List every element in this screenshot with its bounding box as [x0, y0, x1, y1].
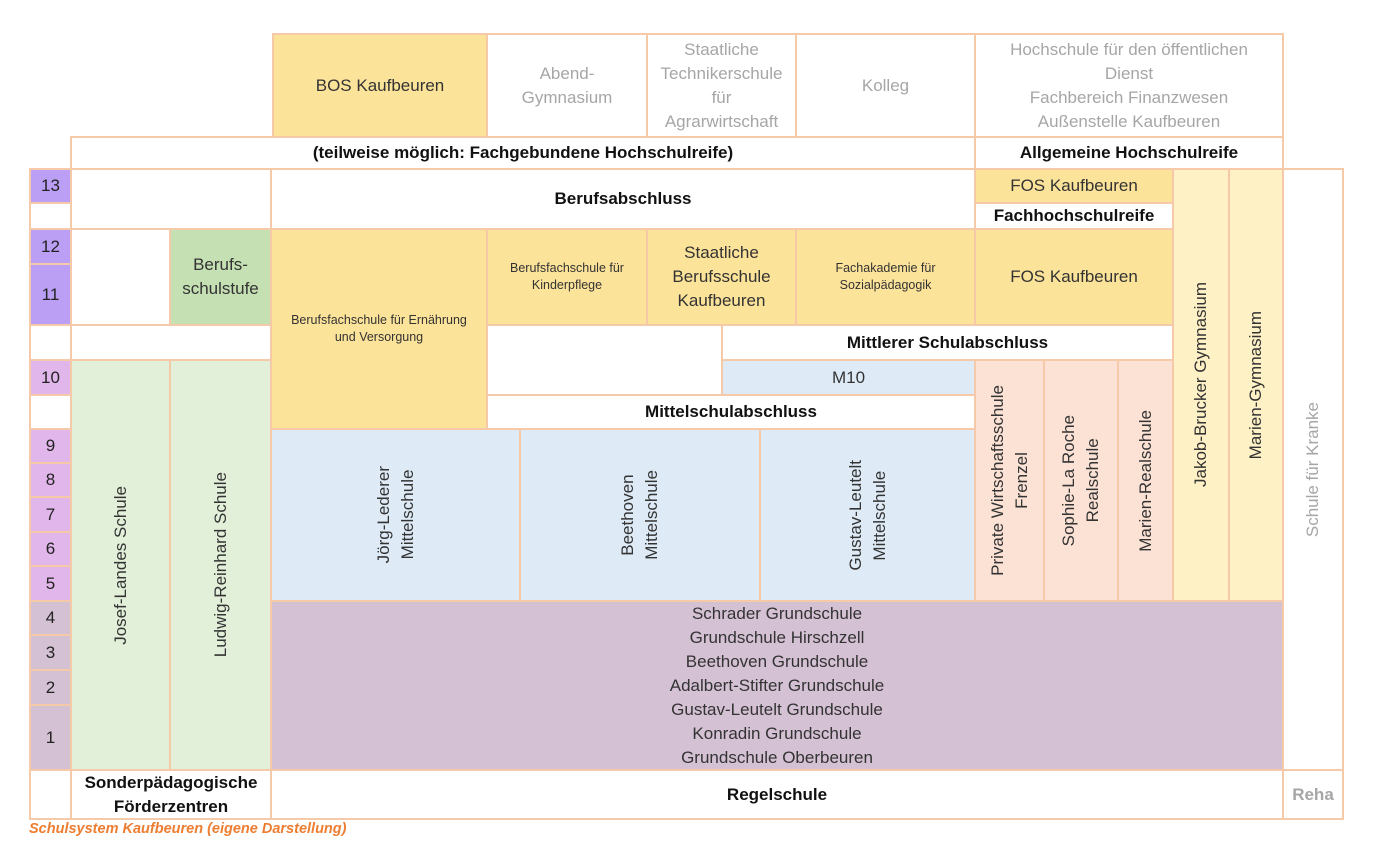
grade-7: 7: [29, 496, 72, 533]
hochschule-oeffentlicher-dienst: Hochschule für den öffentlichen Dienst F…: [974, 33, 1284, 138]
marien-realschule: Marien-Realschule: [1117, 359, 1174, 602]
fachgebundene-hochschulreife: (teilweise möglich: Fachgebundene Hochsc…: [70, 136, 976, 170]
kolleg: Kolleg: [795, 33, 976, 138]
grundschule-item: Schrader Grundschule: [691, 603, 863, 623]
grade-spacer: [29, 202, 72, 230]
berufsabschluss: Berufsabschluss: [270, 168, 976, 230]
allgemeine-hochschulreife: Allgemeine Hochschulreife: [974, 136, 1284, 170]
gustav-leutelt-mittelschule: Gustav-Leutelt Mittelschule: [759, 428, 976, 602]
schule-fuer-kranke: Schule für Kranke: [1282, 168, 1344, 771]
grundschule-item: Adalbert-Stifter Grundschule: [669, 675, 885, 695]
mittlerer-schulabschluss: Mittlerer Schulabschluss: [721, 324, 1174, 361]
fachhochschulreife: Fachhochschulreife: [974, 202, 1174, 230]
grade-2: 2: [29, 669, 72, 706]
josef-landes-schule: Josef-Landes Schule: [70, 359, 171, 771]
grundschule-item: Beethoven Grundschule: [685, 651, 869, 671]
fos-kaufbeuren-11-12: FOS Kaufbeuren: [974, 228, 1174, 326]
regelschule: Regelschule: [270, 769, 1284, 820]
grade-spacer: [29, 324, 72, 361]
grade-9: 9: [29, 428, 72, 464]
staatliche-berufsschule: Staatliche Berufsschule Kaufbeuren: [646, 228, 797, 326]
grade-12: 12: [29, 228, 72, 265]
empty-cell: [70, 324, 272, 361]
bos-kaufbeuren: BOS Kaufbeuren: [272, 33, 488, 138]
berufsfachschule-ernaehrung: Berufsfachschule für Ernährung und Verso…: [270, 228, 488, 430]
grundschule-item: Grundschule Oberbeuren: [681, 747, 873, 767]
marien-gymnasium: Marien-Gymnasium: [1228, 168, 1284, 602]
empty-cell: [486, 324, 723, 396]
grade-spacer: [29, 394, 72, 430]
ludwig-reinhard-schule: Ludwig-Reinhard Schule: [169, 359, 272, 771]
grade-11: 11: [29, 263, 72, 326]
beethoven-mittelschule: Beethoven Mittelschule: [519, 428, 761, 602]
jakob-brucker-gymnasium: Jakob-Brucker Gymnasium: [1172, 168, 1230, 602]
grade-spacer: [29, 769, 72, 820]
reha: Reha: [1282, 769, 1344, 820]
sophie-la-roche-realschule: Sophie-La Roche Realschule: [1043, 359, 1119, 602]
grade-1: 1: [29, 704, 72, 771]
grundschule-item: Grundschule Hirschzell: [689, 627, 865, 647]
technikerschule: Staatliche Technikerschule für Agrarwirt…: [646, 33, 797, 138]
grade-13: 13: [29, 168, 72, 204]
berufsfachschule-kinderpflege: Berufsfachschule für Kinderpflege: [486, 228, 648, 326]
grade-4: 4: [29, 600, 72, 636]
m10: M10: [721, 359, 976, 396]
grade-6: 6: [29, 531, 72, 567]
grundschule-item: Gustav-Leutelt Grundschule: [671, 699, 883, 719]
grade-5: 5: [29, 565, 72, 602]
empty-cell: [70, 168, 272, 230]
joerg-lederer-mittelschule: Jörg-Lederer Mittelschule: [270, 428, 521, 602]
grade-3: 3: [29, 634, 72, 671]
grade-10: 10: [29, 359, 72, 396]
berufsschulstufe: Berufs- schulstufe: [169, 228, 272, 326]
grundschulen: Schrader Grundschule Grundschule Hirschz…: [270, 600, 1284, 771]
fachakademie-sozialpaedagogik: Fachakademie für Sozialpädagogik: [795, 228, 976, 326]
abendgymnasium: Abend- Gymnasium: [486, 33, 648, 138]
empty-cell: [70, 228, 171, 326]
fos-kaufbeuren-13: FOS Kaufbeuren: [974, 168, 1174, 204]
mittelschulabschluss: Mittelschulabschluss: [486, 394, 976, 430]
grundschule-item: Konradin Grundschule: [692, 723, 862, 743]
caption: Schulsystem Kaufbeuren (eigene Darstellu…: [29, 821, 347, 837]
sonderpaedagogische-foerderzentren: Sonderpädagogische Förderzentren: [70, 769, 272, 820]
private-wirtschaftsschule-frenzel: Private Wirtschaftsschule Frenzel: [974, 359, 1045, 602]
grade-8: 8: [29, 462, 72, 498]
